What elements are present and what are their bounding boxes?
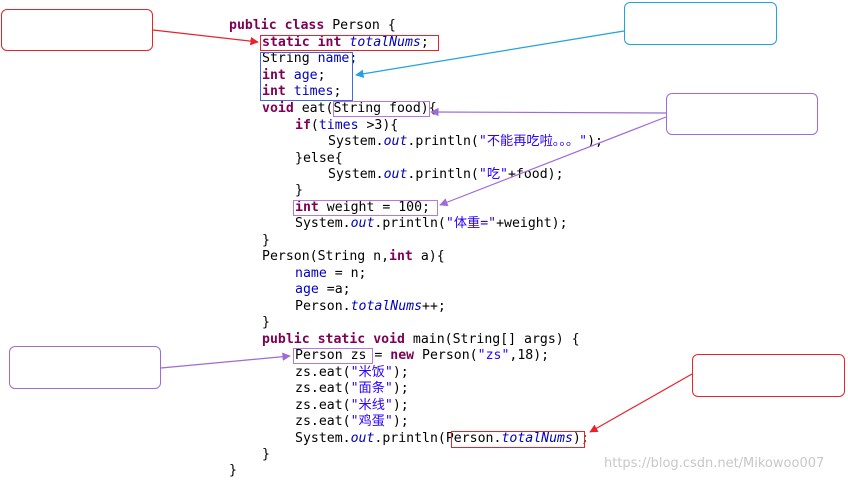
- code-line-println-full: System.out.println("不能再吃啦。。。");: [328, 134, 603, 149]
- code-line-times-field: int times;: [262, 84, 342, 99]
- code-line-class-decl: public class Person {: [229, 18, 396, 33]
- code-line-constructor: Person(String n,int a){: [262, 249, 445, 264]
- code-line-close-if: }: [295, 183, 303, 198]
- arrow-reference-variable: [160, 352, 291, 369]
- callout-box-instance-variables: [624, 2, 777, 45]
- highlight-instance-fields: [260, 52, 353, 101]
- watermark: https://blog.csdn.net/Mikowoo007: [604, 456, 825, 471]
- code-line-eat-method: void eat(String food){: [262, 101, 437, 116]
- code-line-println-eat: System.out.println("吃"+food);: [328, 167, 564, 182]
- code-line-eat-rice: zs.eat("米饭");: [295, 365, 409, 380]
- code-line-static-field: static int totalNums;: [262, 35, 429, 50]
- code-line-assign-name: name = n;: [295, 266, 367, 281]
- arrow-static-variable: [152, 29, 259, 46]
- code-line-name-field: String name;: [262, 51, 358, 66]
- code-line-close-class: }: [229, 463, 237, 478]
- highlight-object-reference: [293, 348, 373, 364]
- code-line-println-weight: System.out.println("体重="+weight);: [295, 216, 568, 231]
- callout-box-class-access: [692, 354, 845, 397]
- code-line-if: if(times >3){: [295, 118, 399, 133]
- arrow-parameter: [430, 107, 667, 117]
- code-line-main: public static void main(String[] args) {: [262, 332, 580, 347]
- highlight-static-field: [260, 35, 439, 51]
- highlight-parameter: [333, 101, 430, 117]
- code-line-eat-noodles: zs.eat("面条");: [295, 381, 409, 396]
- arrow-class-access: [589, 373, 693, 433]
- arrow-instance-variables: [355, 30, 625, 78]
- code-line-else: }else{: [295, 151, 343, 166]
- code-line-close-main: }: [262, 447, 270, 462]
- callout-box-local-variables: [666, 93, 818, 135]
- callout-box-static-variable: [1, 9, 153, 51]
- highlight-local-variable: [293, 200, 438, 216]
- code-line-new-person: Person zs = new Person("zs",18);: [295, 348, 550, 363]
- code-line-age-field: int age;: [262, 68, 326, 83]
- callout-box-reference-variable: [9, 346, 161, 389]
- code-line-eat-egg: zs.eat("鸡蛋");: [295, 414, 409, 429]
- arrow-local-variable: [439, 116, 667, 207]
- code-line-increment: Person.totalNums++;: [295, 299, 446, 314]
- code-line-assign-age: age =a;: [295, 282, 351, 297]
- code-line-eat-ricenoodle: zs.eat("米线");: [295, 398, 409, 413]
- highlight-static-access: [451, 431, 585, 448]
- code-line-println-total: System.out.println(Person.totalNums);: [295, 431, 589, 446]
- code-line-close-constructor: }: [262, 315, 270, 330]
- code-line-weight-local: int weight = 100;: [295, 200, 430, 215]
- code-line-close-eat: }: [262, 233, 270, 248]
